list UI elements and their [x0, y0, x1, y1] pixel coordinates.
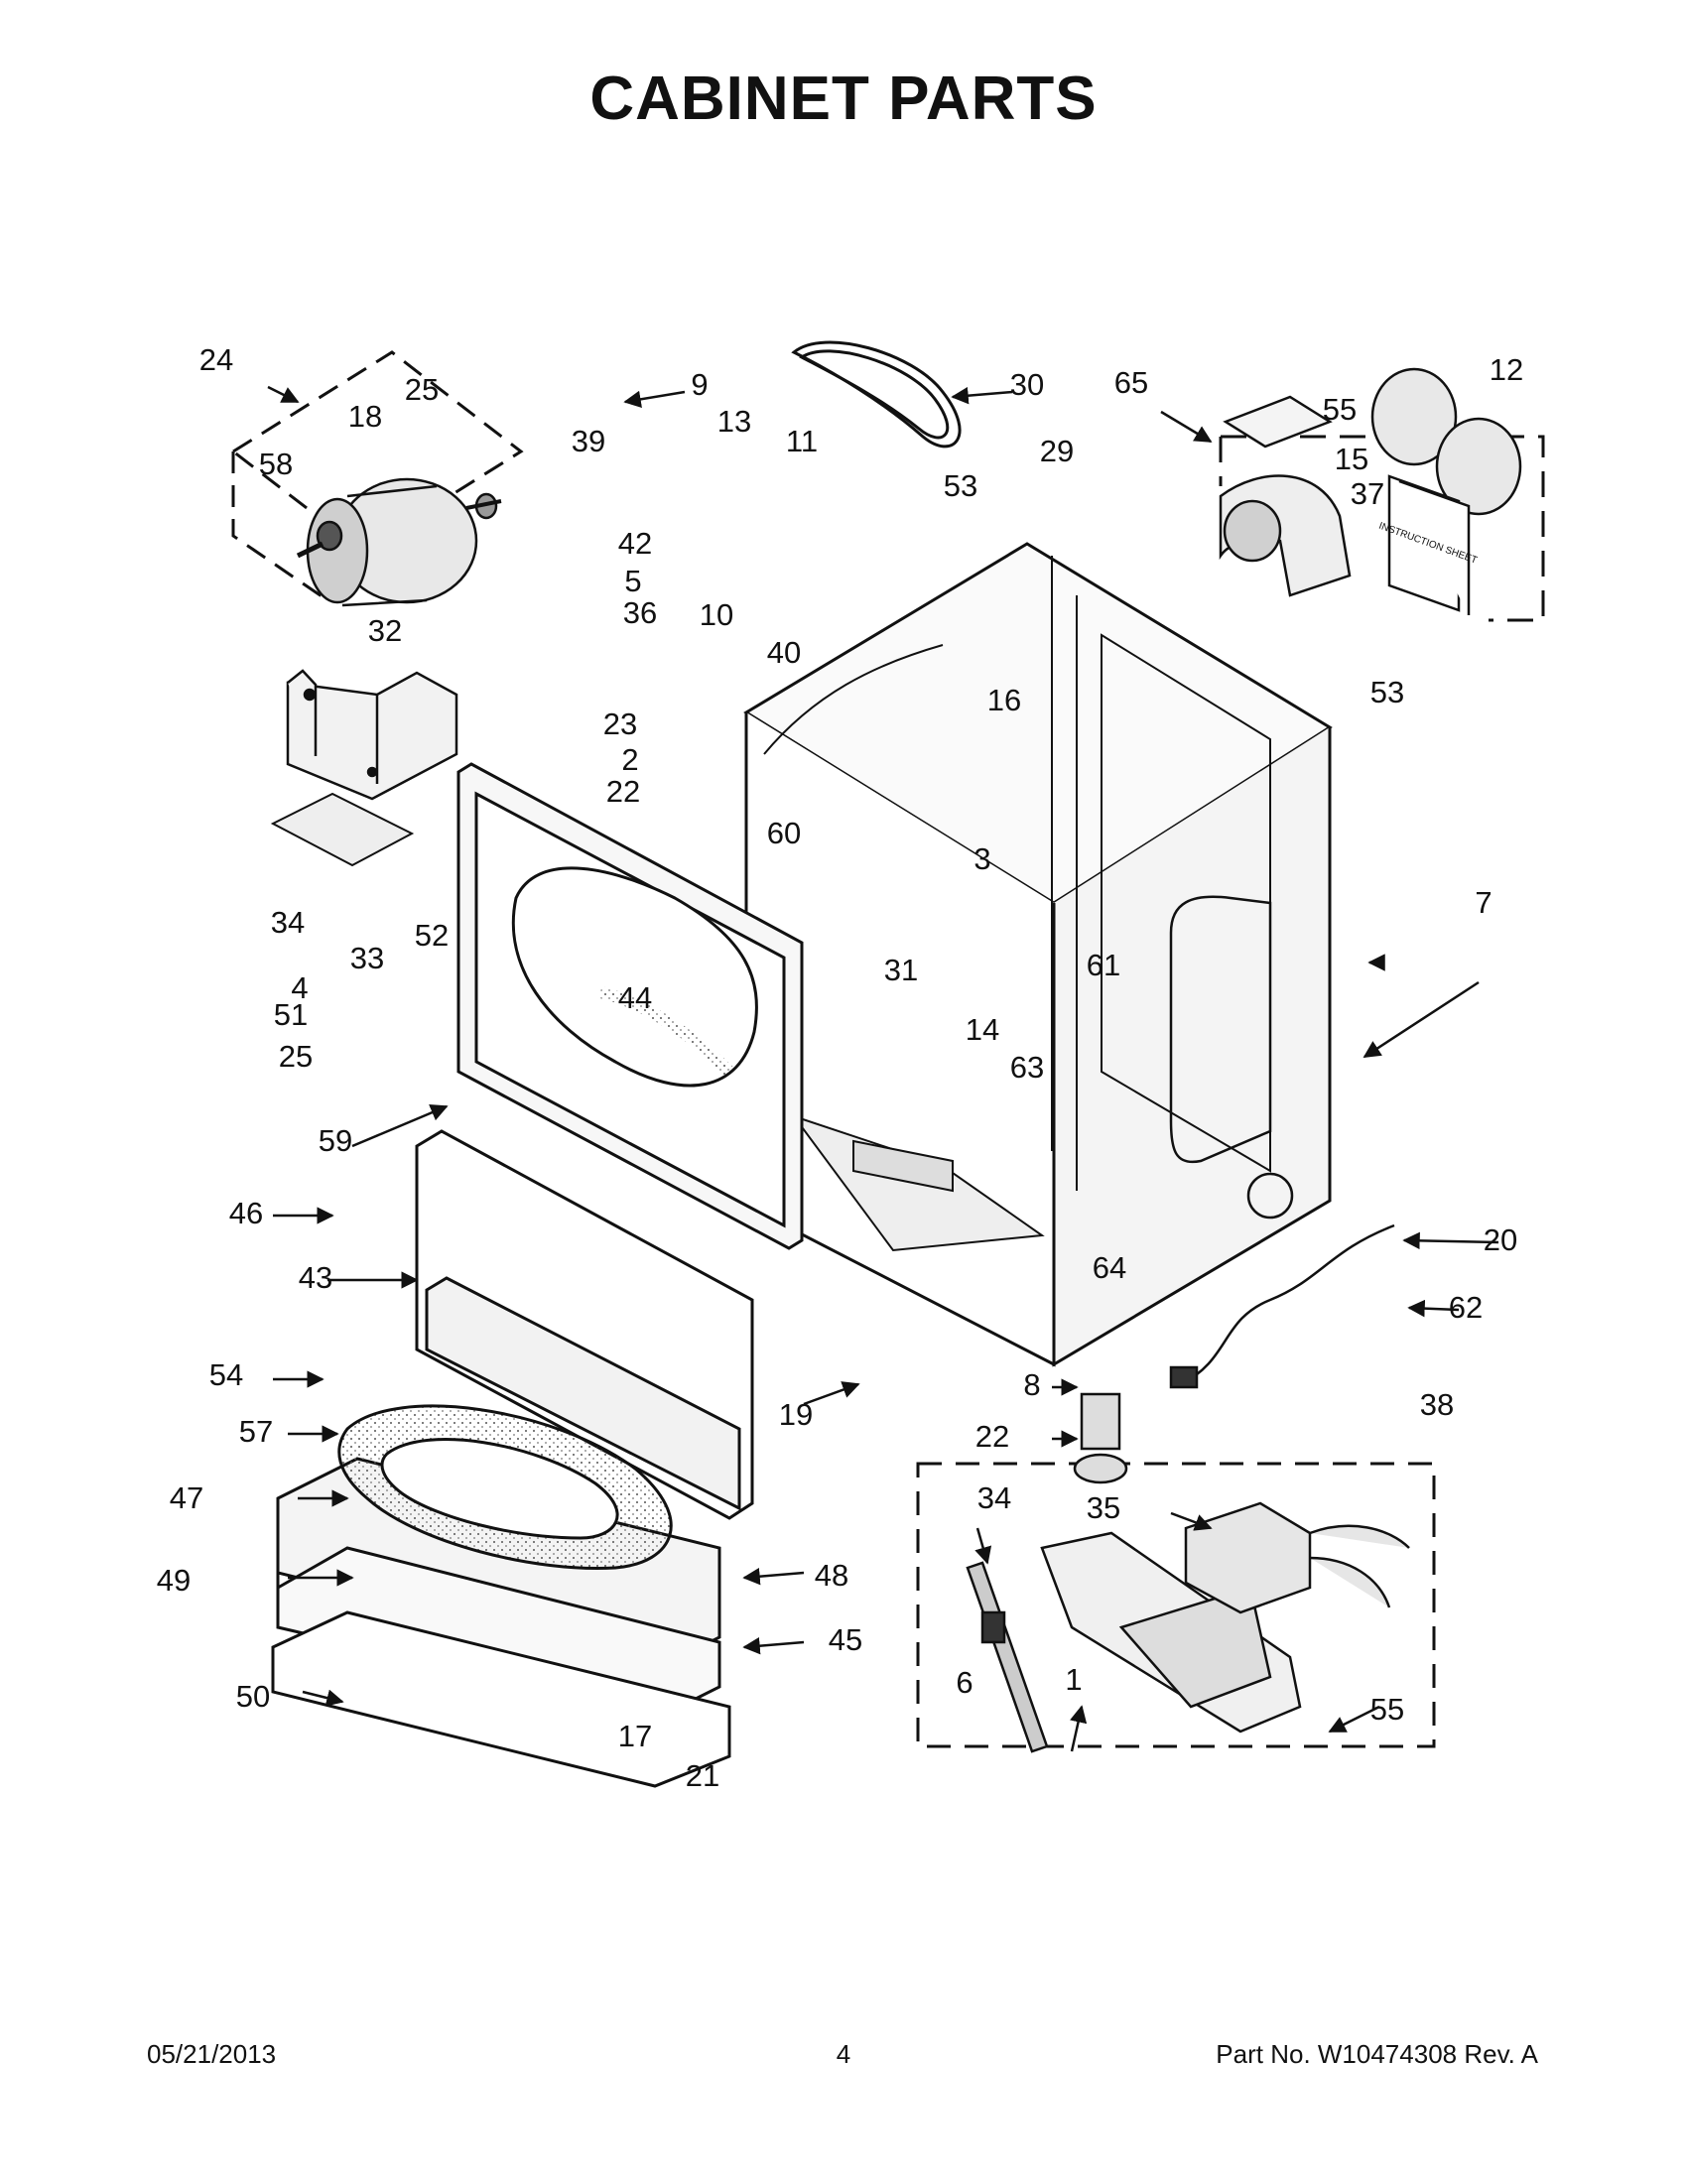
callout-61: 62	[1449, 1290, 1483, 1325]
callout-55-bottom: 55	[1370, 1692, 1404, 1727]
drive-motor-icon	[296, 477, 502, 607]
callout-32: 32	[368, 613, 402, 648]
callout-14: 14	[966, 1012, 999, 1047]
instruction-sheet-icon	[1387, 474, 1471, 615]
vent-kit-group	[1219, 367, 1545, 622]
footer-part-number: Part No. W10474308 Rev. A	[1216, 2039, 1538, 2069]
callout-56: 57	[239, 1414, 273, 1449]
callout-50: 50	[236, 1679, 270, 1714]
callout-27: 24	[199, 342, 233, 377]
callout-55-top: 55	[1323, 392, 1357, 427]
callout-11: 11	[786, 424, 818, 458]
callout-47: 47	[170, 1480, 203, 1515]
callout-7: 7	[1475, 885, 1492, 920]
callout-59: 58	[259, 447, 293, 481]
callout-3: 3	[973, 841, 990, 876]
callout-15: 15	[1335, 442, 1368, 476]
power-cord	[1169, 1223, 1395, 1389]
callout-23: 22	[975, 1419, 1009, 1454]
callout-49: 49	[157, 1563, 191, 1598]
callout-42: 42	[618, 526, 652, 561]
motor-mount-bracket	[286, 669, 458, 801]
callout-4: 4	[291, 970, 308, 1005]
callout-18: 18	[348, 399, 382, 434]
callout-31: 31	[884, 953, 918, 987]
exhaust-hood-icons	[1370, 367, 1522, 516]
callout-17: 17	[618, 1719, 652, 1753]
callout-39: 38	[1420, 1387, 1454, 1422]
callout-21: 21	[686, 1758, 719, 1793]
callout-36: 34	[271, 905, 305, 940]
callout-48: 48	[815, 1558, 848, 1593]
callout-46: 46	[229, 1196, 263, 1230]
motor-assembly-group	[230, 350, 524, 607]
page-title: CABINET PARTS	[589, 64, 1098, 133]
callout-30: 30	[1010, 367, 1044, 402]
callout-63: 63	[1010, 1050, 1044, 1085]
leveling-legs	[1073, 1392, 1128, 1484]
callout-34: 34	[977, 1480, 1011, 1515]
callout-54: 54	[209, 1357, 243, 1392]
gas-valve-group	[916, 1462, 1436, 1753]
callout-16: 16	[987, 683, 1021, 717]
callout-52: 52	[415, 918, 449, 953]
callout-5: 5	[624, 564, 641, 598]
callout-12: 12	[1490, 352, 1523, 387]
footer-page-number: 4	[836, 2039, 851, 2069]
callout-37: 37	[1351, 476, 1384, 511]
callout-25: 25	[279, 1039, 313, 1074]
callout-labels: 24 25 18 58 9 39 13 11 30 53 29 65 12 55…	[157, 342, 1523, 1793]
callout-62: 64	[1093, 1250, 1126, 1285]
toe-panel	[415, 1129, 754, 1520]
burner-bracket	[1040, 1531, 1302, 1734]
callout-29: 29	[1040, 434, 1074, 468]
callout-1: 1	[1065, 1662, 1082, 1697]
callout-51: 51	[274, 997, 308, 1032]
callout-13: 13	[717, 404, 751, 439]
callout-24: 23	[603, 707, 637, 741]
callout-57: 60	[767, 816, 801, 850]
callout-6: 6	[956, 1665, 973, 1700]
callout-10: 10	[700, 597, 733, 632]
base-assembly	[271, 1404, 731, 1788]
footer-date: 05/21/2013	[147, 2039, 277, 2069]
callout-58: 61	[1087, 948, 1120, 982]
cabinet	[743, 542, 1333, 1367]
drive-belt	[791, 340, 962, 449]
callout-33: 33	[350, 941, 384, 975]
elbow-duct-icon	[1219, 474, 1352, 597]
callout-45: 45	[829, 1622, 862, 1657]
igniter-icon	[966, 1561, 1049, 1753]
callout-53-top: 53	[944, 468, 977, 503]
callout-40: 39	[572, 424, 605, 458]
callout-38: 36	[623, 595, 657, 630]
callout-9: 9	[691, 367, 708, 402]
callout-8: 8	[1023, 1367, 1040, 1402]
callout-19: 19	[779, 1397, 813, 1432]
callout-43: 43	[299, 1260, 332, 1295]
callout-60: 59	[319, 1123, 352, 1158]
callout-20: 20	[1484, 1222, 1517, 1257]
callout-53-side: 53	[1370, 675, 1404, 709]
callout-22: 22	[606, 774, 640, 809]
callout-44: 44	[618, 980, 652, 1015]
front-panel	[456, 762, 804, 1250]
callout-28: 25	[405, 372, 439, 407]
gas-valve-icon	[1184, 1501, 1410, 1614]
callout-65: 65	[1114, 365, 1148, 400]
callout-41: 40	[767, 635, 801, 670]
insulation-pad	[270, 792, 415, 867]
callout-2: 2	[621, 742, 638, 777]
callout-35: 35	[1087, 1490, 1120, 1525]
leader-arrows	[267, 385, 1499, 1752]
